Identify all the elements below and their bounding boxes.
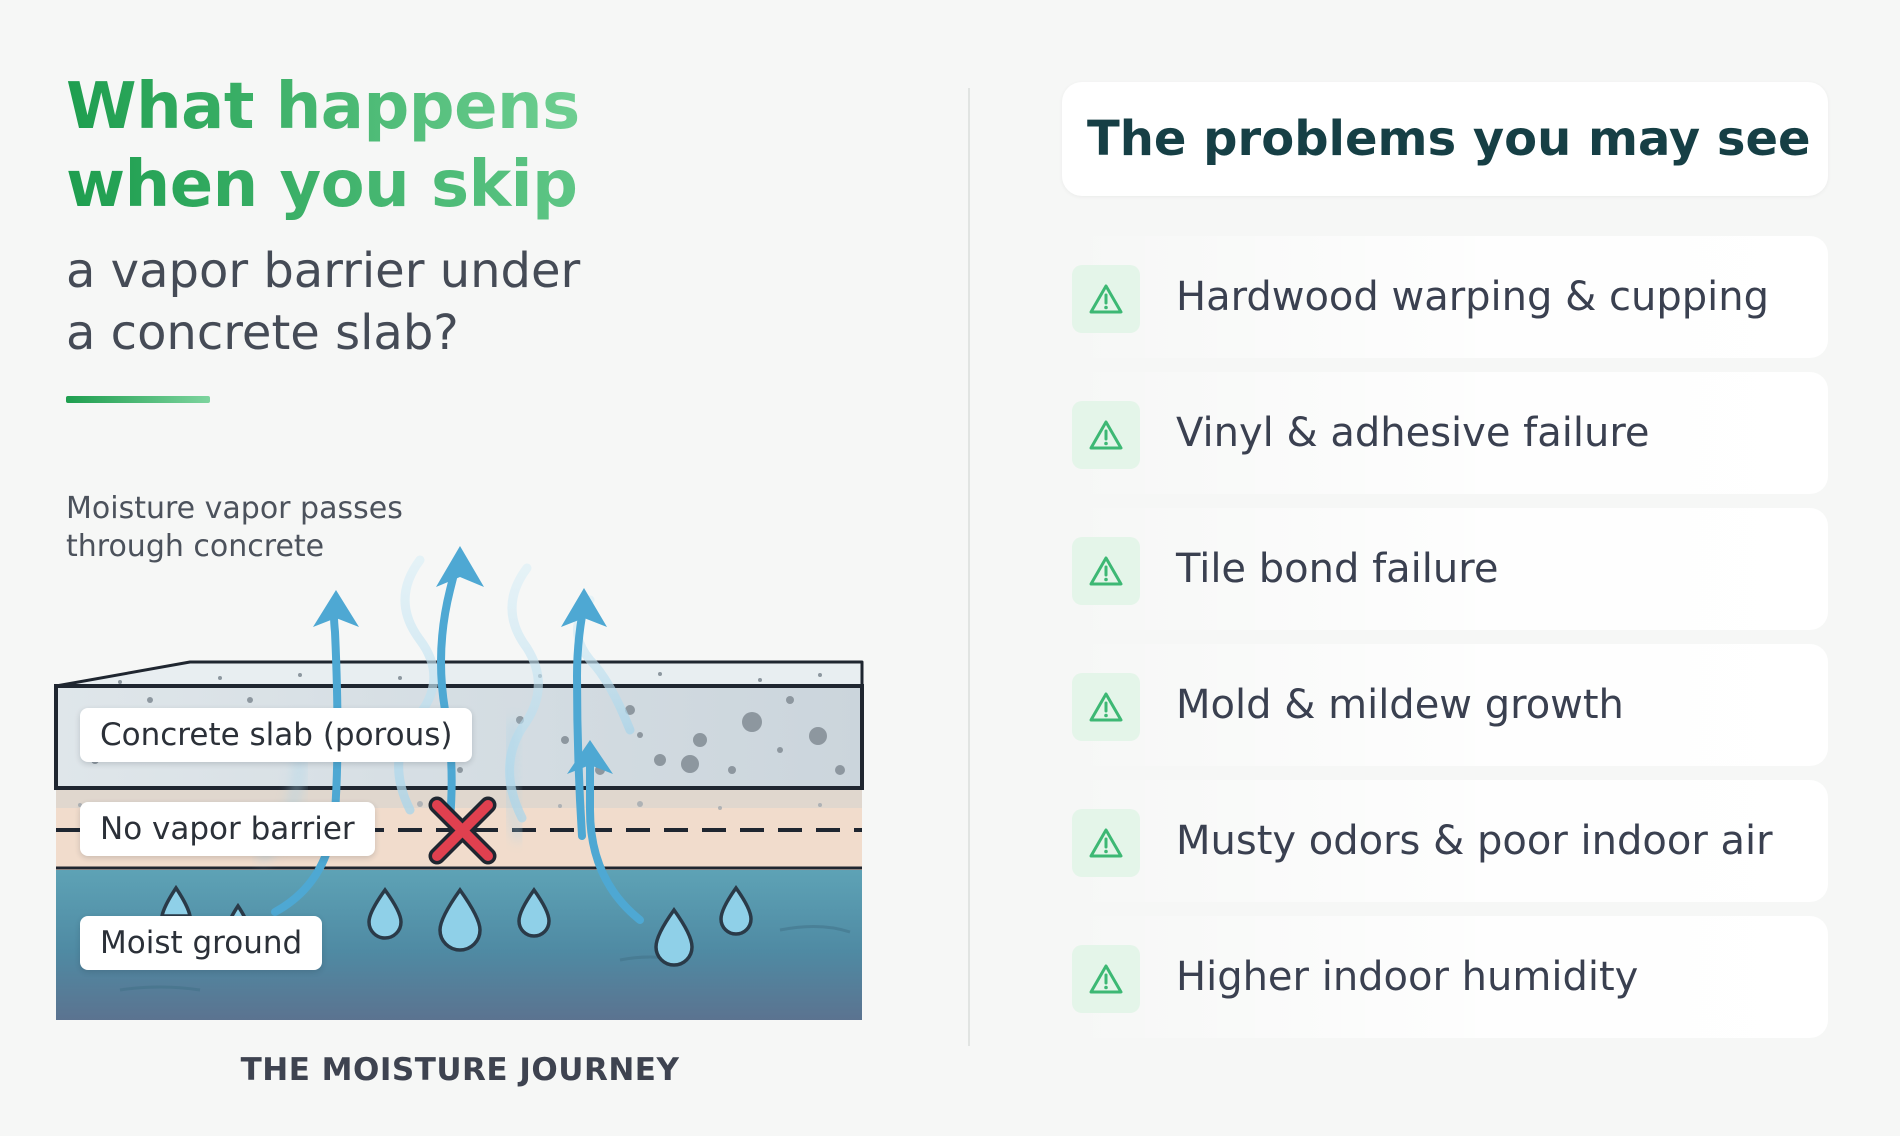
no-barrier-x-icon [428,796,497,865]
problem-label: Tile bond failure [1176,546,1499,592]
subheadline-line-2: a concrete slab? [66,305,459,361]
diagram-title: THE MOISTURE JOURNEY [240,1052,680,1088]
label-moist-ground: Moist ground [80,916,323,970]
problem-label: Musty odors & poor indoor air [1176,818,1773,864]
diagram-caption-line-1: Moisture vapor passes [66,491,403,526]
warning-triangle-icon [1072,809,1140,877]
warning-triangle-icon [1072,945,1140,1013]
panel-divider [968,88,970,1046]
problems-header-card: The problems you may see [1062,82,1828,196]
label-no-vapor-barrier: No vapor barrier [80,802,375,856]
slab-top-face [54,660,864,688]
diagram-caption: Moisture vapor passes through concrete [66,490,403,566]
warning-triangle-icon [1072,537,1140,605]
problem-label: Vinyl & adhesive failure [1176,410,1650,456]
water-drop-5 [719,884,753,936]
problem-item-tile-bond-failure: Tile bond failure [1062,508,1828,630]
accent-bar [66,396,210,403]
headline: What happens when you skip [66,68,580,224]
problem-item-hardwood-warping: Hardwood warping & cupping [1062,236,1828,358]
problem-label: Hardwood warping & cupping [1176,274,1770,320]
water-drop-1 [367,887,403,940]
vapor-arrowheads [313,546,613,774]
problems-header-title: The problems you may see [1087,111,1811,167]
left-panel: What happens when you skip a vapor barri… [54,68,864,1088]
headline-line-2: when you skip [66,146,580,224]
subheadline-line-1: a vapor barrier under [66,243,581,299]
warning-triangle-icon [1072,673,1140,741]
warning-triangle-icon [1072,401,1140,469]
problem-item-higher-humidity: Higher indoor humidity [1062,916,1828,1038]
water-drop-2 [438,886,482,952]
slab-aggregate-texture [91,672,845,775]
diagram-caption-line-2: through concrete [66,529,325,564]
label-concrete-slab: Concrete slab (porous) [80,708,473,762]
problem-list: Hardwood warping & cupping Vinyl & adhes… [1062,236,1828,1052]
problem-label: Higher indoor humidity [1176,954,1639,1000]
problem-item-mold-mildew: Mold & mildew growth [1062,644,1828,766]
headline-line-1: What happens [66,70,580,144]
vapor-arrow-4 [572,612,586,840]
subheadline: a vapor barrier under a concrete slab? [66,240,580,364]
vapor-arrow-3 [586,751,644,924]
problem-item-vinyl-adhesive-failure: Vinyl & adhesive failure [1062,372,1828,494]
problem-item-musty-odors: Musty odors & poor indoor air [1062,780,1828,902]
warning-triangle-icon [1072,265,1140,333]
water-droplets [159,884,753,967]
problem-label: Mold & mildew growth [1176,682,1624,728]
water-drop-3 [517,886,551,938]
vapor-wisp-1 [394,555,439,815]
water-drop-4 [654,907,694,967]
